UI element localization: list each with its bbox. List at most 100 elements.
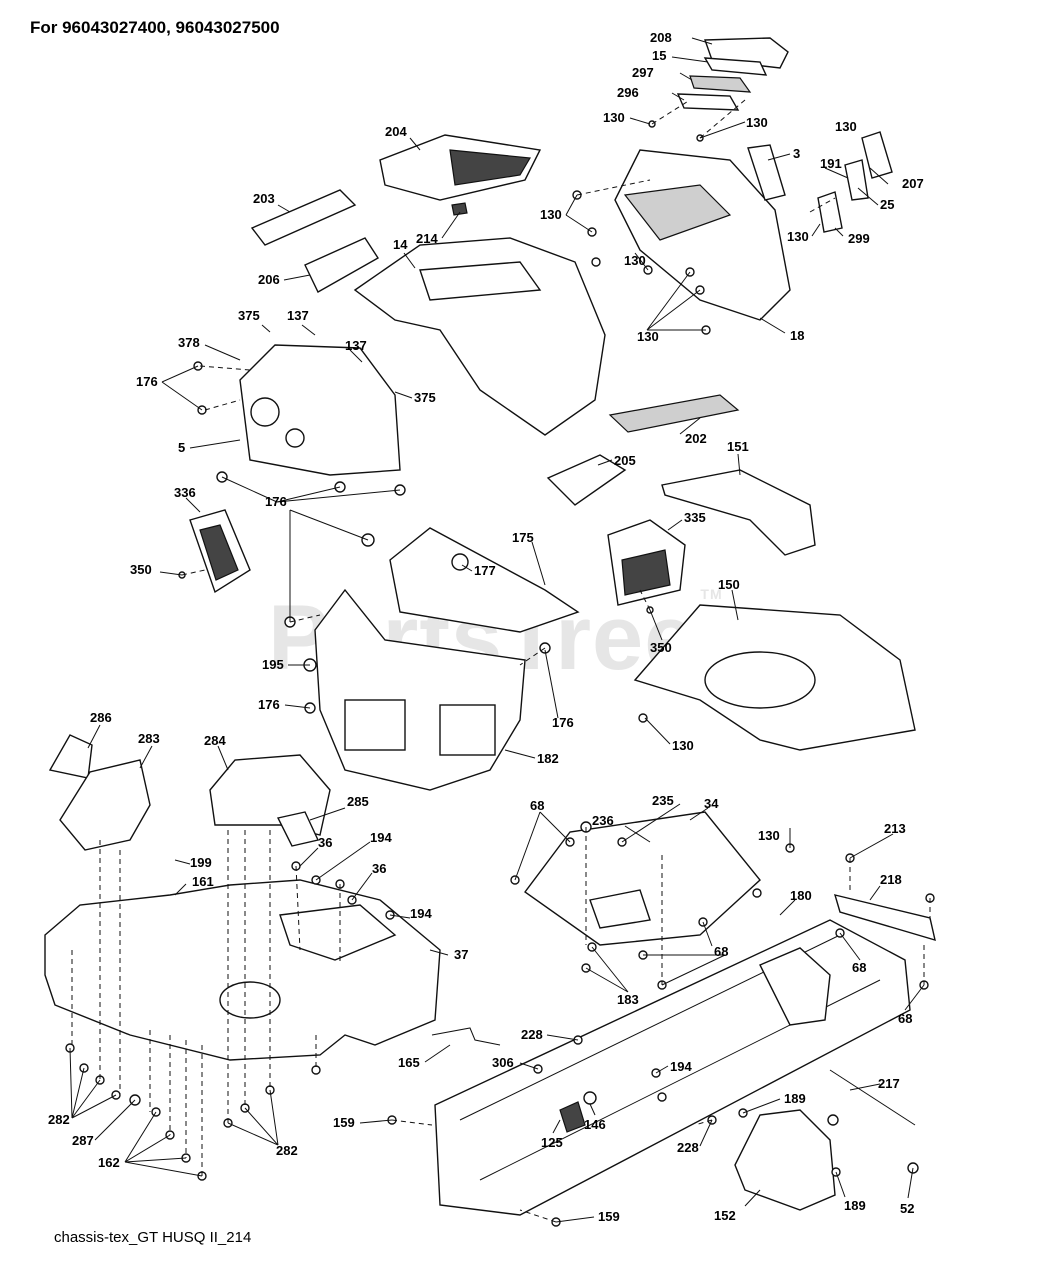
callout-176: 176 — [552, 715, 574, 730]
callout-206: 206 — [258, 272, 280, 287]
part-37-seat-hole — [219, 981, 281, 1019]
callout-137: 137 — [345, 338, 367, 353]
callout-14: 14 — [393, 237, 408, 252]
callout-176: 176 — [265, 494, 287, 509]
part-125-block — [559, 1101, 586, 1133]
callout-282: 282 — [276, 1143, 298, 1158]
callout-36: 36 — [372, 861, 386, 876]
callout-130: 130 — [835, 119, 857, 134]
callout-125: 125 — [541, 1135, 563, 1150]
callout-130: 130 — [624, 253, 646, 268]
callout-350: 350 — [130, 562, 152, 577]
diagram-caption: chassis-tex_GT HUSQ II_214 — [54, 1229, 252, 1246]
callout-36: 36 — [318, 835, 332, 850]
callout-205: 205 — [614, 453, 636, 468]
callout-176: 176 — [136, 374, 158, 389]
diagram-title: For 96043027400, 96043027500 — [30, 18, 280, 37]
callout-378: 378 — [178, 335, 200, 350]
callout-228: 228 — [677, 1140, 699, 1155]
callout-176: 176 — [258, 697, 280, 712]
callout-189: 189 — [844, 1198, 866, 1213]
watermark-tm: TM — [700, 586, 723, 602]
callout-130: 130 — [637, 329, 659, 344]
part-206-vent — [304, 237, 379, 293]
callout-235: 235 — [652, 793, 674, 808]
part-207-trim — [861, 131, 893, 179]
part-14-hood-shell — [353, 237, 606, 436]
part-34-opening — [589, 889, 651, 929]
part-37-fender-deck — [44, 879, 441, 1061]
callout-5: 5 — [178, 440, 185, 455]
callout-18: 18 — [790, 328, 804, 343]
callout-162: 162 — [98, 1155, 120, 1170]
part-182-opening2 — [439, 704, 496, 756]
callout-217: 217 — [878, 1076, 900, 1091]
callout-297: 297 — [632, 65, 654, 80]
callout-203: 203 — [253, 191, 275, 206]
part-5-dash-panel — [239, 344, 401, 476]
callout-228: 228 — [521, 1027, 543, 1042]
part-299-trim — [817, 191, 843, 233]
callout-15: 15 — [652, 48, 666, 63]
part-297-insert — [689, 75, 752, 93]
callout-282: 282 — [48, 1112, 70, 1127]
callout-137: 137 — [287, 308, 309, 323]
leader-lines — [69, 37, 925, 1223]
part-165-rod — [431, 1027, 501, 1046]
part-37-pocket — [279, 904, 397, 961]
part-5-dash-hole2 — [285, 428, 305, 448]
callout-146: 146 — [584, 1117, 606, 1132]
part-150-opening — [704, 651, 816, 709]
part-14-hood-opening — [419, 261, 542, 301]
callout-336: 336 — [174, 485, 196, 500]
callout-130: 130 — [540, 207, 562, 222]
part-285-insert — [276, 811, 319, 847]
callout-287: 287 — [72, 1133, 94, 1148]
callout-199: 199 — [190, 855, 212, 870]
callout-286: 286 — [90, 710, 112, 725]
part-205-trim — [546, 454, 627, 506]
callout-34: 34 — [704, 796, 719, 811]
part-182-opening — [344, 699, 406, 751]
callout-182: 182 — [537, 751, 559, 766]
callout-68: 68 — [852, 960, 866, 975]
callout-130: 130 — [672, 738, 694, 753]
part-296-insert — [676, 93, 740, 111]
part-202-lower-grille — [608, 394, 740, 433]
callout-195: 195 — [262, 657, 284, 672]
part-336-mesh — [199, 524, 239, 581]
callout-52: 52 — [900, 1201, 914, 1216]
callout-296: 296 — [617, 85, 639, 100]
callout-194: 194 — [670, 1059, 692, 1074]
callout-375: 375 — [414, 390, 436, 405]
callout-375: 375 — [238, 308, 260, 323]
part-214-clip — [451, 202, 468, 216]
callout-37: 37 — [454, 947, 468, 962]
part-146-bumper — [583, 1091, 597, 1105]
callout-183: 183 — [617, 992, 639, 1007]
callout-68: 68 — [714, 944, 728, 959]
part-175-support — [389, 527, 580, 633]
part-283-fender — [59, 759, 151, 851]
callout-130: 130 — [603, 110, 625, 125]
callout-161: 161 — [192, 874, 214, 889]
callout-68: 68 — [530, 798, 544, 813]
callout-130: 130 — [787, 229, 809, 244]
callout-299: 299 — [848, 231, 870, 246]
part-335-mesh — [621, 549, 671, 596]
callout-285: 285 — [347, 794, 369, 809]
callout-152: 152 — [714, 1208, 736, 1223]
callout-189: 189 — [784, 1091, 806, 1106]
callout-3: 3 — [793, 146, 800, 161]
callout-180: 180 — [790, 888, 812, 903]
callout-175: 175 — [512, 530, 534, 545]
callout-204: 204 — [385, 124, 407, 139]
part-204-hood-stripes — [449, 149, 531, 186]
callout-25: 25 — [880, 197, 894, 212]
assembly-lines — [71, 99, 931, 1223]
part-203-vent — [250, 189, 357, 246]
callout-165: 165 — [398, 1055, 420, 1070]
callout-207: 207 — [902, 176, 924, 191]
callout-236: 236 — [592, 813, 614, 828]
callout-194: 194 — [410, 906, 432, 921]
